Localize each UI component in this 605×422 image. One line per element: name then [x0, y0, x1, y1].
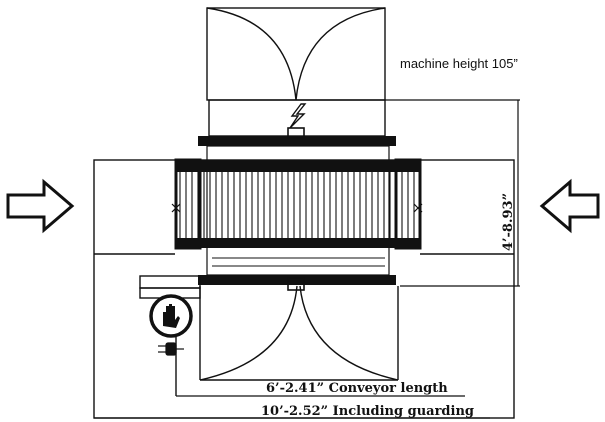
conveyor-rollers [179, 172, 415, 238]
machine-height-label: machine height 105” [400, 56, 518, 71]
arrow-right-icon [539, 178, 600, 234]
hand-icon [149, 294, 193, 338]
lightning-icon [289, 103, 307, 129]
conveyor-frame [174, 127, 422, 291]
bottom-guard-doors [199, 285, 399, 381]
width-dimension-lines [385, 99, 520, 287]
overall-length-label: 10’-2.52” Including guarding [261, 404, 474, 419]
arrow-right-icon [6, 178, 75, 234]
width-dimension-label: 4’-8.93” [501, 193, 516, 251]
x-marker-left [171, 203, 181, 213]
conveyor-length-label: 6’-2.41” Conveyor length [266, 381, 448, 396]
length-dimension-lines [94, 395, 490, 419]
top-guard-doors [206, 7, 386, 137]
x-marker-right [413, 203, 423, 213]
plug-icon [158, 342, 184, 356]
